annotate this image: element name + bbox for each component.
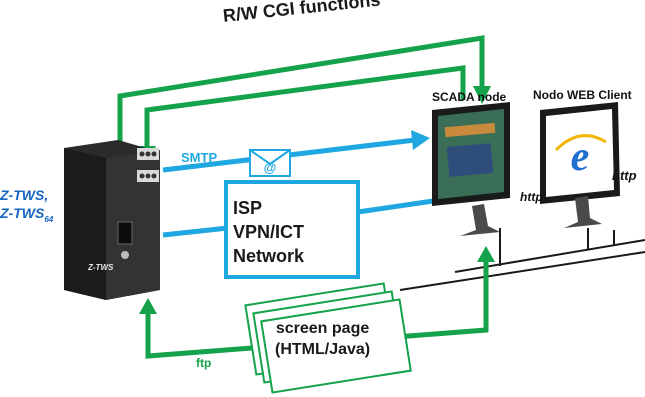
z-tws-device xyxy=(64,140,160,300)
internet-explorer-icon: e xyxy=(554,134,607,180)
isp-line-1: ISP xyxy=(233,198,263,218)
isp-network-label: ISP VPN/ICT Network xyxy=(233,196,304,268)
screen-page-label: screen page (HTML/Java) xyxy=(275,318,370,360)
isp-line-3: Network xyxy=(233,246,305,266)
ftp-arrowhead-device xyxy=(139,298,157,314)
screen-page-stack xyxy=(244,282,412,394)
network-bus xyxy=(399,228,645,291)
web-client-monitor xyxy=(540,102,620,228)
device-name-1: Z-TWS, xyxy=(0,187,49,203)
screen-line-2: (HTML/Java) xyxy=(275,341,371,358)
ftp-arrowhead-scada xyxy=(477,246,495,262)
scada-node-monitor xyxy=(432,102,510,236)
smtp-label: SMTP xyxy=(181,150,218,165)
device-name-2: Z-TWS64 xyxy=(0,205,53,224)
device-logo-text: Z-TWS xyxy=(88,263,114,272)
isp-network-box xyxy=(224,180,360,279)
http-scada-label: http xyxy=(520,190,543,204)
device-name-2-text: Z-TWS xyxy=(0,205,45,221)
envelope-icon: @ xyxy=(249,149,291,177)
ftp-label: ftp xyxy=(196,356,212,370)
smtp-arrowhead xyxy=(411,130,430,150)
cgi-arrowhead-scada xyxy=(473,86,491,104)
device-name-2-suffix: 64 xyxy=(44,214,54,224)
web-client-label: Nodo WEB Client xyxy=(533,88,632,102)
scada-node-label: SCADA node xyxy=(432,90,507,104)
svg-text:@: @ xyxy=(264,160,277,175)
isp-line-2: VPN/ICT xyxy=(233,222,305,242)
svg-text:e: e xyxy=(571,134,590,180)
cgi-green-path xyxy=(117,35,485,155)
screen-line-1: screen page xyxy=(275,320,370,337)
http-client-label: http xyxy=(612,168,637,183)
